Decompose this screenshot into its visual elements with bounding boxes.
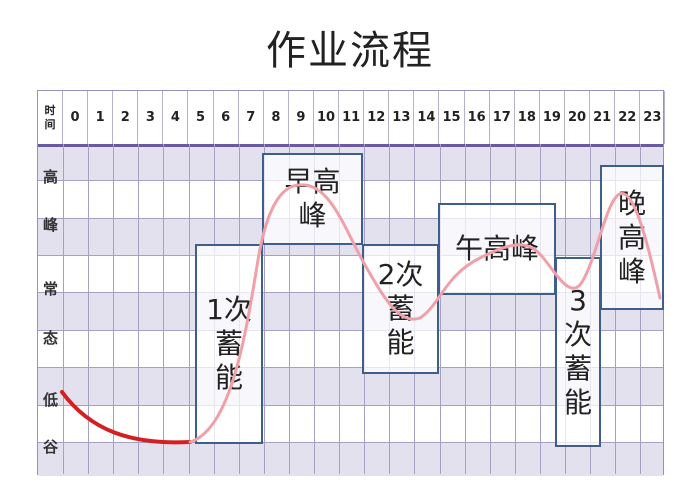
phase-morning-peak: 早高峰 <box>262 153 363 245</box>
phase-noon-peak: 午高峰 <box>438 203 556 295</box>
grid-column-line <box>489 144 491 474</box>
hour-header: 13 <box>389 91 415 144</box>
hour-header: 22 <box>615 91 641 144</box>
hour-header: 2 <box>113 91 139 144</box>
hour-header: 8 <box>264 91 289 144</box>
hour-header: 11 <box>339 91 365 144</box>
hour-header: 7 <box>239 91 264 144</box>
hour-header: 18 <box>515 91 540 144</box>
phase-charge-1: 1次蓄能 <box>195 244 263 444</box>
hour-header: 21 <box>590 91 616 144</box>
grid-column-line <box>163 144 165 474</box>
time-label-char: 间 <box>44 117 56 131</box>
header-divider <box>38 144 663 147</box>
grid-column-line <box>138 144 140 474</box>
hour-header: 14 <box>414 91 440 144</box>
grid-column-line <box>188 144 190 474</box>
grid-column-line <box>539 144 541 474</box>
grid-column-line <box>88 144 90 474</box>
hour-header: 20 <box>565 91 591 144</box>
y-label-high: 高 <box>42 168 58 186</box>
hour-header: 0 <box>63 91 89 144</box>
phase-charge-2: 2次蓄能 <box>362 244 439 374</box>
grid-column-line <box>464 144 466 474</box>
hour-header: 19 <box>540 91 565 144</box>
hour-header: 6 <box>214 91 239 144</box>
hour-header: 5 <box>189 91 214 144</box>
y-label-normal: 常 <box>42 280 58 298</box>
hour-header: 9 <box>289 91 314 144</box>
grid-column-line <box>439 144 441 474</box>
hour-header: 16 <box>465 91 490 144</box>
hour-header: 17 <box>490 91 515 144</box>
y-label-low: 低 <box>42 391 58 409</box>
grid-column-line <box>113 144 115 474</box>
grid-row <box>38 443 663 476</box>
hour-header: 15 <box>440 91 465 144</box>
time-label-char: 时 <box>44 103 56 117</box>
hour-header: 10 <box>314 91 340 144</box>
grid-column-line <box>514 144 516 474</box>
hour-header: 3 <box>138 91 164 144</box>
hour-header: 23 <box>640 91 666 144</box>
hour-header: 4 <box>163 91 189 144</box>
page-title: 作业流程 <box>266 28 434 74</box>
hour-header: 12 <box>364 91 390 144</box>
time-header: 时 间 <box>38 91 63 144</box>
y-label-state: 态 <box>42 329 58 347</box>
phase-evening-peak: 晚高峰 <box>600 165 664 310</box>
hour-header: 1 <box>88 91 114 144</box>
grid-column-line <box>63 144 64 474</box>
y-label-valley: 谷 <box>42 438 58 456</box>
y-label-peak: 峰 <box>42 216 58 234</box>
